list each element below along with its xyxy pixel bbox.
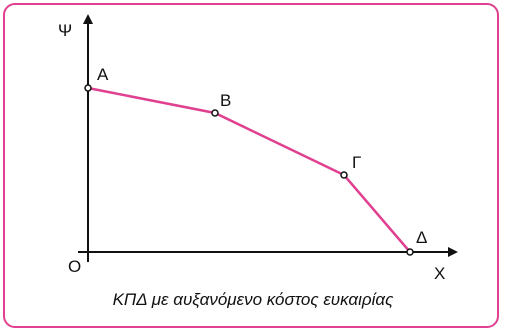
figure-caption: ΚΠΔ με αυξανόμενο κόστος ευκαιρίας	[112, 290, 394, 309]
y-axis-label: Ψ	[58, 21, 72, 40]
point-a-marker	[84, 84, 92, 92]
origin-label: O	[68, 257, 81, 276]
point-d-label: Δ	[416, 228, 427, 247]
point-b-label: B	[220, 91, 231, 110]
point-g-marker	[340, 171, 348, 179]
figure-frame	[3, 3, 499, 328]
point-g-label: Γ	[352, 153, 361, 172]
point-d-marker	[406, 248, 414, 256]
x-axis-label: X	[434, 264, 445, 283]
ppf-curve	[87, 86, 411, 253]
point-b-marker	[211, 109, 219, 117]
point-a-label: A	[97, 65, 109, 84]
